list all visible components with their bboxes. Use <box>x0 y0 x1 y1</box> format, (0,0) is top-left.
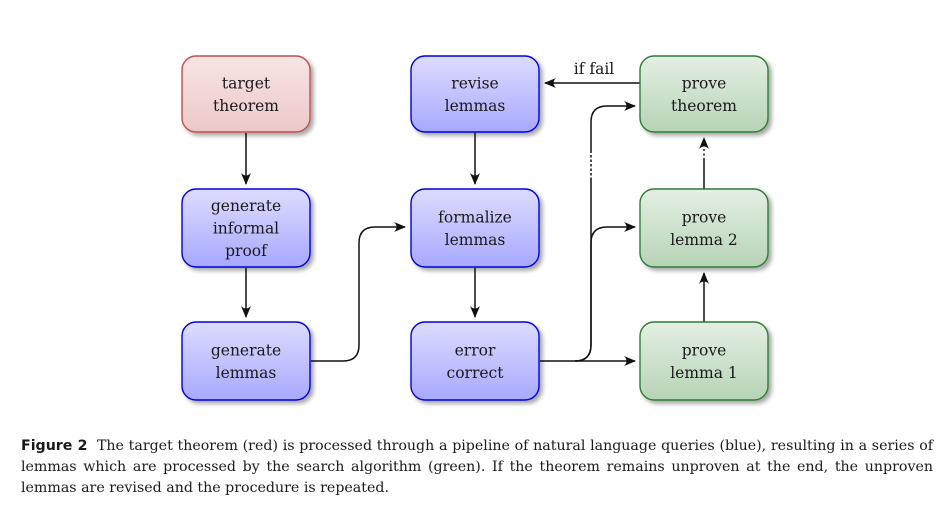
node-generate-lemmas: generate lemmas <box>181 321 311 401</box>
node-box <box>410 321 540 401</box>
node-box <box>181 321 311 401</box>
node-box <box>639 55 769 133</box>
node-box <box>410 55 540 133</box>
edge-generate-lemmas-to-formalize-lemmas <box>311 222 406 362</box>
node-label-line: target <box>222 74 271 92</box>
node-label-line: lemma 2 <box>670 231 738 249</box>
node-label-line: prove <box>682 208 727 226</box>
node-formalize-lemmas: formalize lemmas <box>410 188 540 268</box>
node-label-line: theorem <box>213 97 279 115</box>
node-label-line: informal <box>213 220 279 238</box>
node-label-line: lemmas <box>445 231 506 249</box>
figure-label: Figure 2 <box>21 438 88 454</box>
edges-layer <box>241 78 709 366</box>
edge-error-correct-to-prove-theorem <box>574 101 636 362</box>
edge-label-if-fail: if fail <box>574 60 615 78</box>
node-label-line: formalize <box>438 208 512 226</box>
node-generate-informal-proof: generate informal proof <box>181 188 311 268</box>
node-prove-theorem: prove theorem <box>639 55 769 133</box>
node-target-theorem: target theorem <box>181 55 311 133</box>
node-label-line: proof <box>225 242 268 260</box>
node-label-line: error <box>455 341 496 359</box>
caption-text: The target theorem (red) is processed th… <box>21 438 933 496</box>
node-label-line: theorem <box>671 97 737 115</box>
node-label-line: revise <box>451 74 498 92</box>
node-box <box>181 188 311 268</box>
node-label-line: generate <box>211 197 281 215</box>
nodes-layer: targettheoremgenerateinformalproofgenera… <box>181 55 769 401</box>
node-label-line: prove <box>682 341 727 359</box>
node-box <box>410 188 540 268</box>
node-box <box>181 55 311 133</box>
node-label-line: lemmas <box>216 364 277 382</box>
node-box <box>639 188 769 268</box>
node-prove-lemma-2: prove lemma 2 <box>639 188 769 268</box>
figure-caption: Figure 2 The target theorem (red) is pro… <box>21 436 933 499</box>
node-label-line: prove <box>682 74 727 92</box>
node-error-correct: error correct <box>410 321 540 401</box>
node-label-line: correct <box>447 364 505 382</box>
node-label-line: lemmas <box>445 97 506 115</box>
node-label-line: generate <box>211 341 281 359</box>
pipeline-diagram: targettheoremgenerateinformalproofgenera… <box>181 55 769 401</box>
node-label-line: lemma 1 <box>670 364 738 382</box>
node-prove-lemma-1: prove lemma 1 <box>639 321 769 401</box>
node-revise-lemmas: revise lemmas <box>410 55 540 133</box>
node-box <box>639 321 769 401</box>
edge-error-correct-to-prove-lemma-2 <box>574 222 636 362</box>
